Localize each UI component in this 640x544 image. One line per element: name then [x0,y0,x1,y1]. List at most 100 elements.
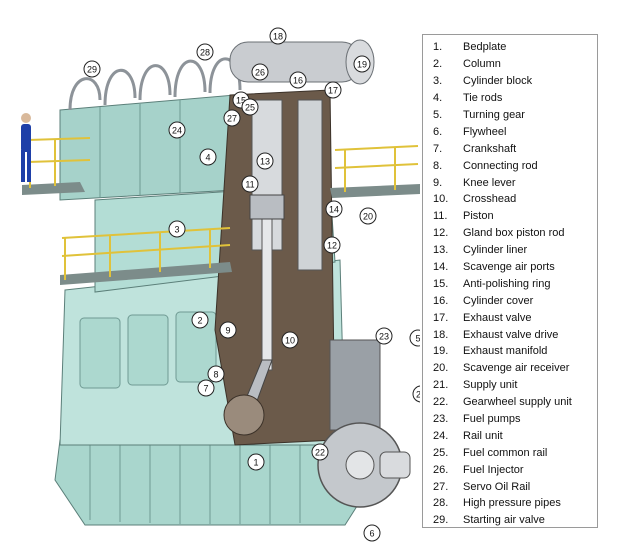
callout-17: 17 [324,81,342,99]
platform-middle [60,227,232,285]
legend-label: Exhaust valve [463,311,532,324]
legend-row: 19.Exhaust manifold [423,343,597,360]
legend-number: 8. [433,159,443,172]
callout-14: 14 [325,200,343,218]
legend-number: 21. [433,379,449,392]
callout-number: 14 [329,205,339,215]
legend-number: 6. [433,125,443,138]
legend-number: 24. [433,429,449,442]
legend-label: Cylinder cover [463,294,534,307]
legend-label: Tie rods [463,92,503,105]
legend-label: High pressure pipes [463,497,561,510]
callout-28: 28 [196,43,214,61]
engine-illustration: 1234567891011121314151617181920212223242… [21,27,420,542]
legend-row: 26.Fuel Injector [423,461,597,478]
legend-label: Cylinder liner [463,244,528,257]
legend-row: 9.Knee lever [423,174,597,191]
legend-label: Scavenge air receiver [463,362,570,375]
callout-24: 24 [168,121,186,139]
callout-number: 25 [245,103,255,113]
legend-number: 23. [433,413,449,426]
legend-row: 24. Rail unit [423,427,597,444]
callout-8: 8 [207,365,225,383]
legend-label: Fuel common rail [463,446,548,459]
callout-circle [323,236,341,254]
callout-circle [207,365,225,383]
platform-right [330,145,420,198]
legend-row: 27.Servo Oil Rail [423,478,597,495]
callout-number: 7 [203,384,208,394]
callout-number: 6 [369,529,374,539]
column-doors [79,311,217,389]
callout-number: 21 [416,390,420,400]
callout-number: 9 [225,326,230,336]
legend-label: Exhaust manifold [463,345,548,358]
callout-circle [409,329,420,347]
rail-unit-shape [59,94,236,201]
legend-row: 22.Gearwheel supply unit [423,394,597,411]
legend-label: Starting air valve [463,514,545,527]
callout-3: 3 [168,220,186,238]
callout-circle [241,175,259,193]
legend-row: 5. Turning gear [423,107,597,124]
legend-row: 6. Flywheel [423,123,597,140]
legend-row: 18.Exhaust valve drive [423,326,597,343]
callout-layer: 1234567891011121314151617181920212223242… [83,27,420,542]
bedplate-ribs [89,445,301,524]
legend-label: Anti-polishing ring [463,277,551,290]
legend-row: 14.Scavenge air ports [423,259,597,276]
legend-row: 2.Column [423,56,597,73]
legend-number: 10. [433,193,449,206]
callout-22: 22 [311,443,329,461]
callout-number: 15 [236,96,246,106]
shaft-shape [379,451,411,479]
legend-number: 2. [433,58,443,71]
legend-row: 10. Crosshead [423,191,597,208]
legend-number: 12. [433,227,449,240]
callout-number: 29 [87,65,97,75]
legend-number: 7. [433,142,443,155]
callout-circle [83,60,101,78]
callout-4: 4 [199,148,217,166]
legend-row: 28. High pressure pipes [423,495,597,512]
callout-circle [251,63,269,81]
flywheel-hub [345,450,375,480]
callout-circle [168,220,186,238]
callout-1: 1 [247,453,265,471]
legend-label: Rail unit [463,429,503,442]
callout-16: 16 [289,71,307,89]
callout-number: 27 [227,114,237,124]
callout-number: 5 [415,334,420,344]
callout-circle [353,55,371,73]
legend-number: 1. [433,41,443,54]
callout-circle [241,98,259,116]
legend-row: 23.Fuel pumps [423,411,597,428]
legend-number: 16. [433,294,449,307]
legend-label: Connecting rod [463,159,538,172]
callout-circle [197,379,215,397]
legend-number: 18. [433,328,449,341]
piston-shape [249,194,285,220]
legend-label: Turning gear [463,109,525,121]
legend-row: 25.Fuel common rail [423,444,597,461]
legend-number: 28. [433,497,449,510]
callout-9: 9 [219,321,237,339]
legend-label: Flywheel [463,125,507,138]
legend-number: 5. [433,109,443,121]
legend-row: 12.Gland box piston rod [423,225,597,242]
legend-row: 29.Starting air valve [423,512,597,529]
legend-row: 4.Tie rods [423,90,597,107]
callout-circle [359,207,377,225]
callout-circle [412,385,420,403]
callout-circle [324,81,342,99]
legend-number: 26. [433,463,449,476]
callout-26: 26 [251,63,269,81]
callout-number: 18 [273,32,283,42]
callout-number: 3 [174,225,179,235]
crank-disc [223,394,265,436]
legend-label: Crosshead [463,193,517,206]
legend-number: 11. [433,210,448,223]
callout-number: 8 [213,370,218,380]
legend-number: 20. [433,362,449,375]
